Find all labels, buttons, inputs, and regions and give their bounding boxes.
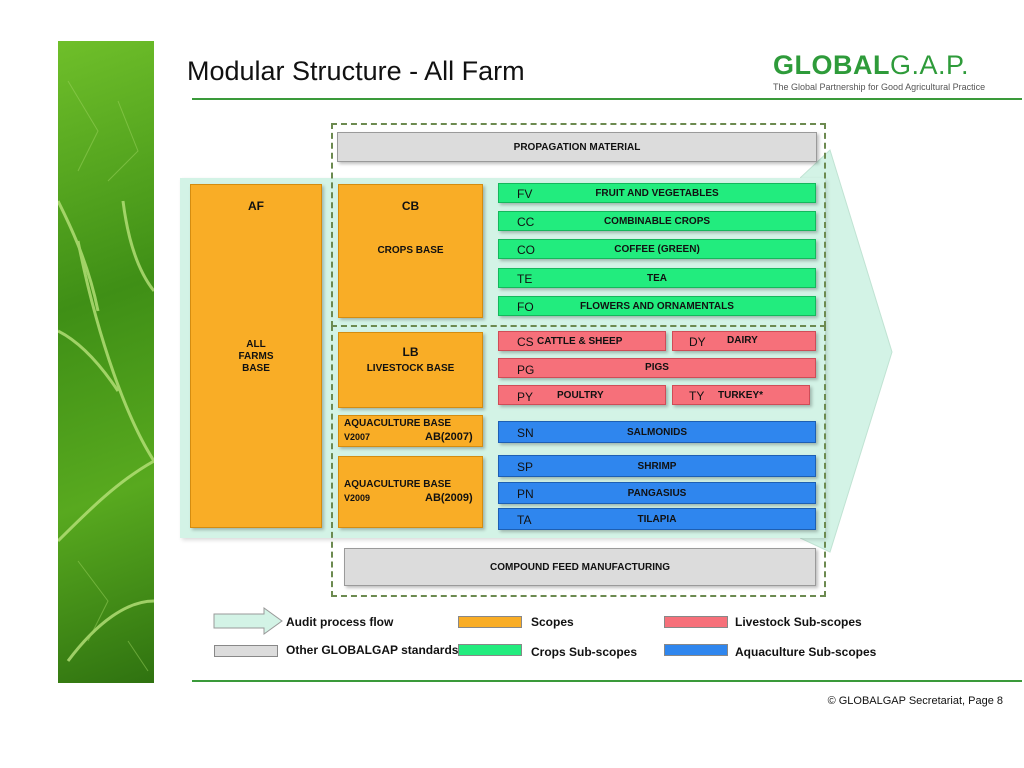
aqua-subscope-sp: SP SHRIMP <box>498 455 816 477</box>
livestock-label: POULTRY <box>557 390 604 401</box>
aqua-code: SP <box>517 460 534 474</box>
livestock-label: TURKEY* <box>718 390 764 401</box>
ab2007-code: AB(2007) <box>425 431 473 443</box>
crop-code: TE <box>517 272 533 286</box>
livestock-label: DAIRY <box>727 335 758 346</box>
compound-feed-label: COMPOUND FEED MANUFACTURING <box>490 562 670 573</box>
legend-scopes-label: Scopes <box>531 615 574 629</box>
livestock-subscope-ty: TY TURKEY* <box>672 385 810 405</box>
af-label-1: ALL <box>246 339 266 350</box>
legend-aqua-label: Aquaculture Sub-scopes <box>735 645 877 659</box>
ab2009-version: V2009 <box>344 493 371 503</box>
logo-tagline: The Global Partnership for Good Agricult… <box>773 82 986 92</box>
livestock-aqua-dashed-group <box>331 325 826 597</box>
legend-audit-label: Audit process flow <box>286 615 394 629</box>
legend-livestock-swatch <box>664 616 728 628</box>
af-label-3: BASE <box>242 363 270 374</box>
aquaculture-base-2009-box: AQUACULTURE BASE V2009 AB(2009) <box>338 456 483 528</box>
livestock-subscope-pg: PG PIGS <box>498 358 816 378</box>
logo-bold: GLOBAL <box>773 50 890 80</box>
aquaculture-base-2007-box: AQUACULTURE BASE V2007 AB(2007) <box>338 415 483 447</box>
crop-subscope-fo: FO FLOWERS AND ORNAMENTALS <box>498 296 816 316</box>
crop-subscope-te: TE TEA <box>498 268 816 288</box>
ab2007-line1: AQUACULTURE BASE <box>344 418 452 429</box>
propagation-material-box: PROPAGATION MATERIAL <box>337 132 817 162</box>
legend-other-swatch <box>214 645 278 657</box>
legend-other-label: Other GLOBALGAP standards <box>286 643 459 657</box>
livestock-subscope-dy: DY DAIRY <box>672 331 816 351</box>
livestock-label: PIGS <box>645 362 669 373</box>
logo-rest: G.A.P. <box>890 50 970 80</box>
livestock-code: PG <box>517 363 535 377</box>
aqua-label: SHRIMP <box>637 461 677 472</box>
crop-code: FO <box>517 300 534 314</box>
crop-code: CC <box>517 215 535 229</box>
crop-label: FLOWERS AND ORNAMENTALS <box>580 301 734 312</box>
aqua-label: TILAPIA <box>637 514 677 525</box>
aqua-code: PN <box>517 487 534 501</box>
crop-label: FRUIT AND VEGETABLES <box>595 188 719 199</box>
crops-base-box: CB CROPS BASE <box>338 184 483 318</box>
crop-subscope-fv: FV FRUIT AND VEGETABLES <box>498 183 816 203</box>
compound-feed-box: COMPOUND FEED MANUFACTURING <box>344 548 816 586</box>
audit-flow-legend-arrow-icon <box>213 607 283 635</box>
aqua-subscope-ta: TA TILAPIA <box>498 508 816 530</box>
cb-label: CROPS BASE <box>377 245 444 256</box>
crop-label: TEA <box>647 273 667 284</box>
legend-crops-label: Crops Sub-scopes <box>531 645 638 659</box>
legend-crops-swatch <box>458 644 522 656</box>
aqua-code: TA <box>517 513 532 527</box>
ab2009-code: AB(2009) <box>425 492 473 504</box>
livestock-subscope-cs: CS CATTLE & SHEEP <box>498 331 666 351</box>
aqua-label: PANGASIUS <box>627 488 687 499</box>
livestock-base-box: LB LIVESTOCK BASE <box>338 332 483 408</box>
crop-label: COMBINABLE CROPS <box>603 216 711 227</box>
footer-divider <box>192 680 1022 682</box>
legend-livestock-label: Livestock Sub-scopes <box>735 615 862 629</box>
livestock-code: PY <box>517 390 534 404</box>
crop-label: COFFEE (GREEN) <box>614 244 700 255</box>
ab2007-version: V2007 <box>344 432 371 442</box>
aqua-subscope-sn: SN SALMONIDS <box>498 421 816 443</box>
livestock-code: TY <box>689 389 705 403</box>
ab2009-line1: AQUACULTURE BASE <box>344 479 452 490</box>
crop-code: CO <box>517 243 535 257</box>
header-divider <box>192 98 1022 100</box>
livestock-label: CATTLE & SHEEP <box>537 336 623 347</box>
legend-aqua-swatch <box>664 644 728 656</box>
crop-subscope-co: CO COFFEE (GREEN) <box>498 239 816 259</box>
lb-code: LB <box>402 345 419 359</box>
livestock-code: CS <box>517 335 534 349</box>
footer-text: © GLOBALGAP Secretariat, Page 8 <box>827 695 1003 707</box>
af-code: AF <box>248 199 264 213</box>
all-farms-base-box: AF ALL FARMS BASE <box>190 184 322 528</box>
cb-code: CB <box>401 199 420 213</box>
legend-scopes-swatch <box>458 616 522 628</box>
livestock-subscope-py: PY POULTRY <box>498 385 666 405</box>
af-label-2: FARMS <box>238 351 274 362</box>
aqua-code: SN <box>517 426 534 440</box>
page-title: Modular Structure - All Farm <box>187 56 525 86</box>
aqua-subscope-pn: PN PANGASIUS <box>498 482 816 504</box>
globalgap-logo: GLOBALG.A.P. The Global Partnership for … <box>773 50 1013 92</box>
livestock-code: DY <box>689 335 706 349</box>
lb-label: LIVESTOCK BASE <box>366 363 455 374</box>
crop-subscope-cc: CC COMBINABLE CROPS <box>498 211 816 231</box>
leaf-image <box>58 41 154 683</box>
aqua-label: SALMONIDS <box>627 427 687 438</box>
propagation-label: PROPAGATION MATERIAL <box>513 142 641 153</box>
crop-code: FV <box>517 187 533 201</box>
